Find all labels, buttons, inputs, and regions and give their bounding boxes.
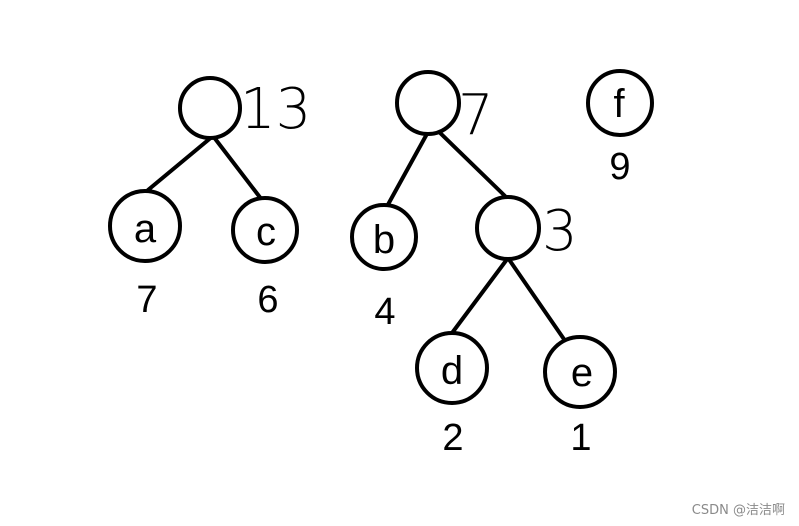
node-13-root xyxy=(178,76,242,140)
weight-3-label: 3 xyxy=(542,199,578,264)
tree-f: f 9 xyxy=(586,69,654,188)
watermark: CSDN @洁洁啊 xyxy=(691,503,785,518)
weight-f-label: 9 xyxy=(609,146,630,188)
node-f xyxy=(586,69,654,137)
tree-13: 13 a 7 c 6 xyxy=(108,76,311,321)
weight-e-label: 1 xyxy=(570,417,591,459)
tree-7: 7 b 4 3 d 2 e 1 xyxy=(350,70,617,459)
edge-3-d xyxy=(450,256,510,335)
node-3-inner xyxy=(475,195,541,261)
node-e-label: e xyxy=(571,351,593,395)
edge-13-c xyxy=(211,134,264,202)
weight-b-label: 4 xyxy=(374,291,395,333)
node-d xyxy=(415,331,489,405)
node-f-label: f xyxy=(613,82,625,126)
edge-7-b xyxy=(383,130,430,212)
node-d-label: d xyxy=(441,349,463,393)
node-c-label: c xyxy=(256,210,276,254)
node-b-label: b xyxy=(373,218,395,262)
node-b xyxy=(350,203,418,271)
edge-13-a xyxy=(146,134,215,192)
weight-d-label: 2 xyxy=(442,417,463,459)
node-7-root xyxy=(395,70,461,136)
node-a-label: a xyxy=(134,207,157,251)
node-c xyxy=(231,196,299,264)
weight-c-label: 6 xyxy=(257,279,278,321)
weight-a-label: 7 xyxy=(136,279,157,321)
node-a xyxy=(108,189,182,263)
weight-13-label: 13 xyxy=(240,77,311,142)
edge-7-3 xyxy=(433,126,507,198)
node-e xyxy=(543,335,617,409)
edge-3-e xyxy=(506,256,570,347)
weight-7-label: 7 xyxy=(458,83,494,148)
